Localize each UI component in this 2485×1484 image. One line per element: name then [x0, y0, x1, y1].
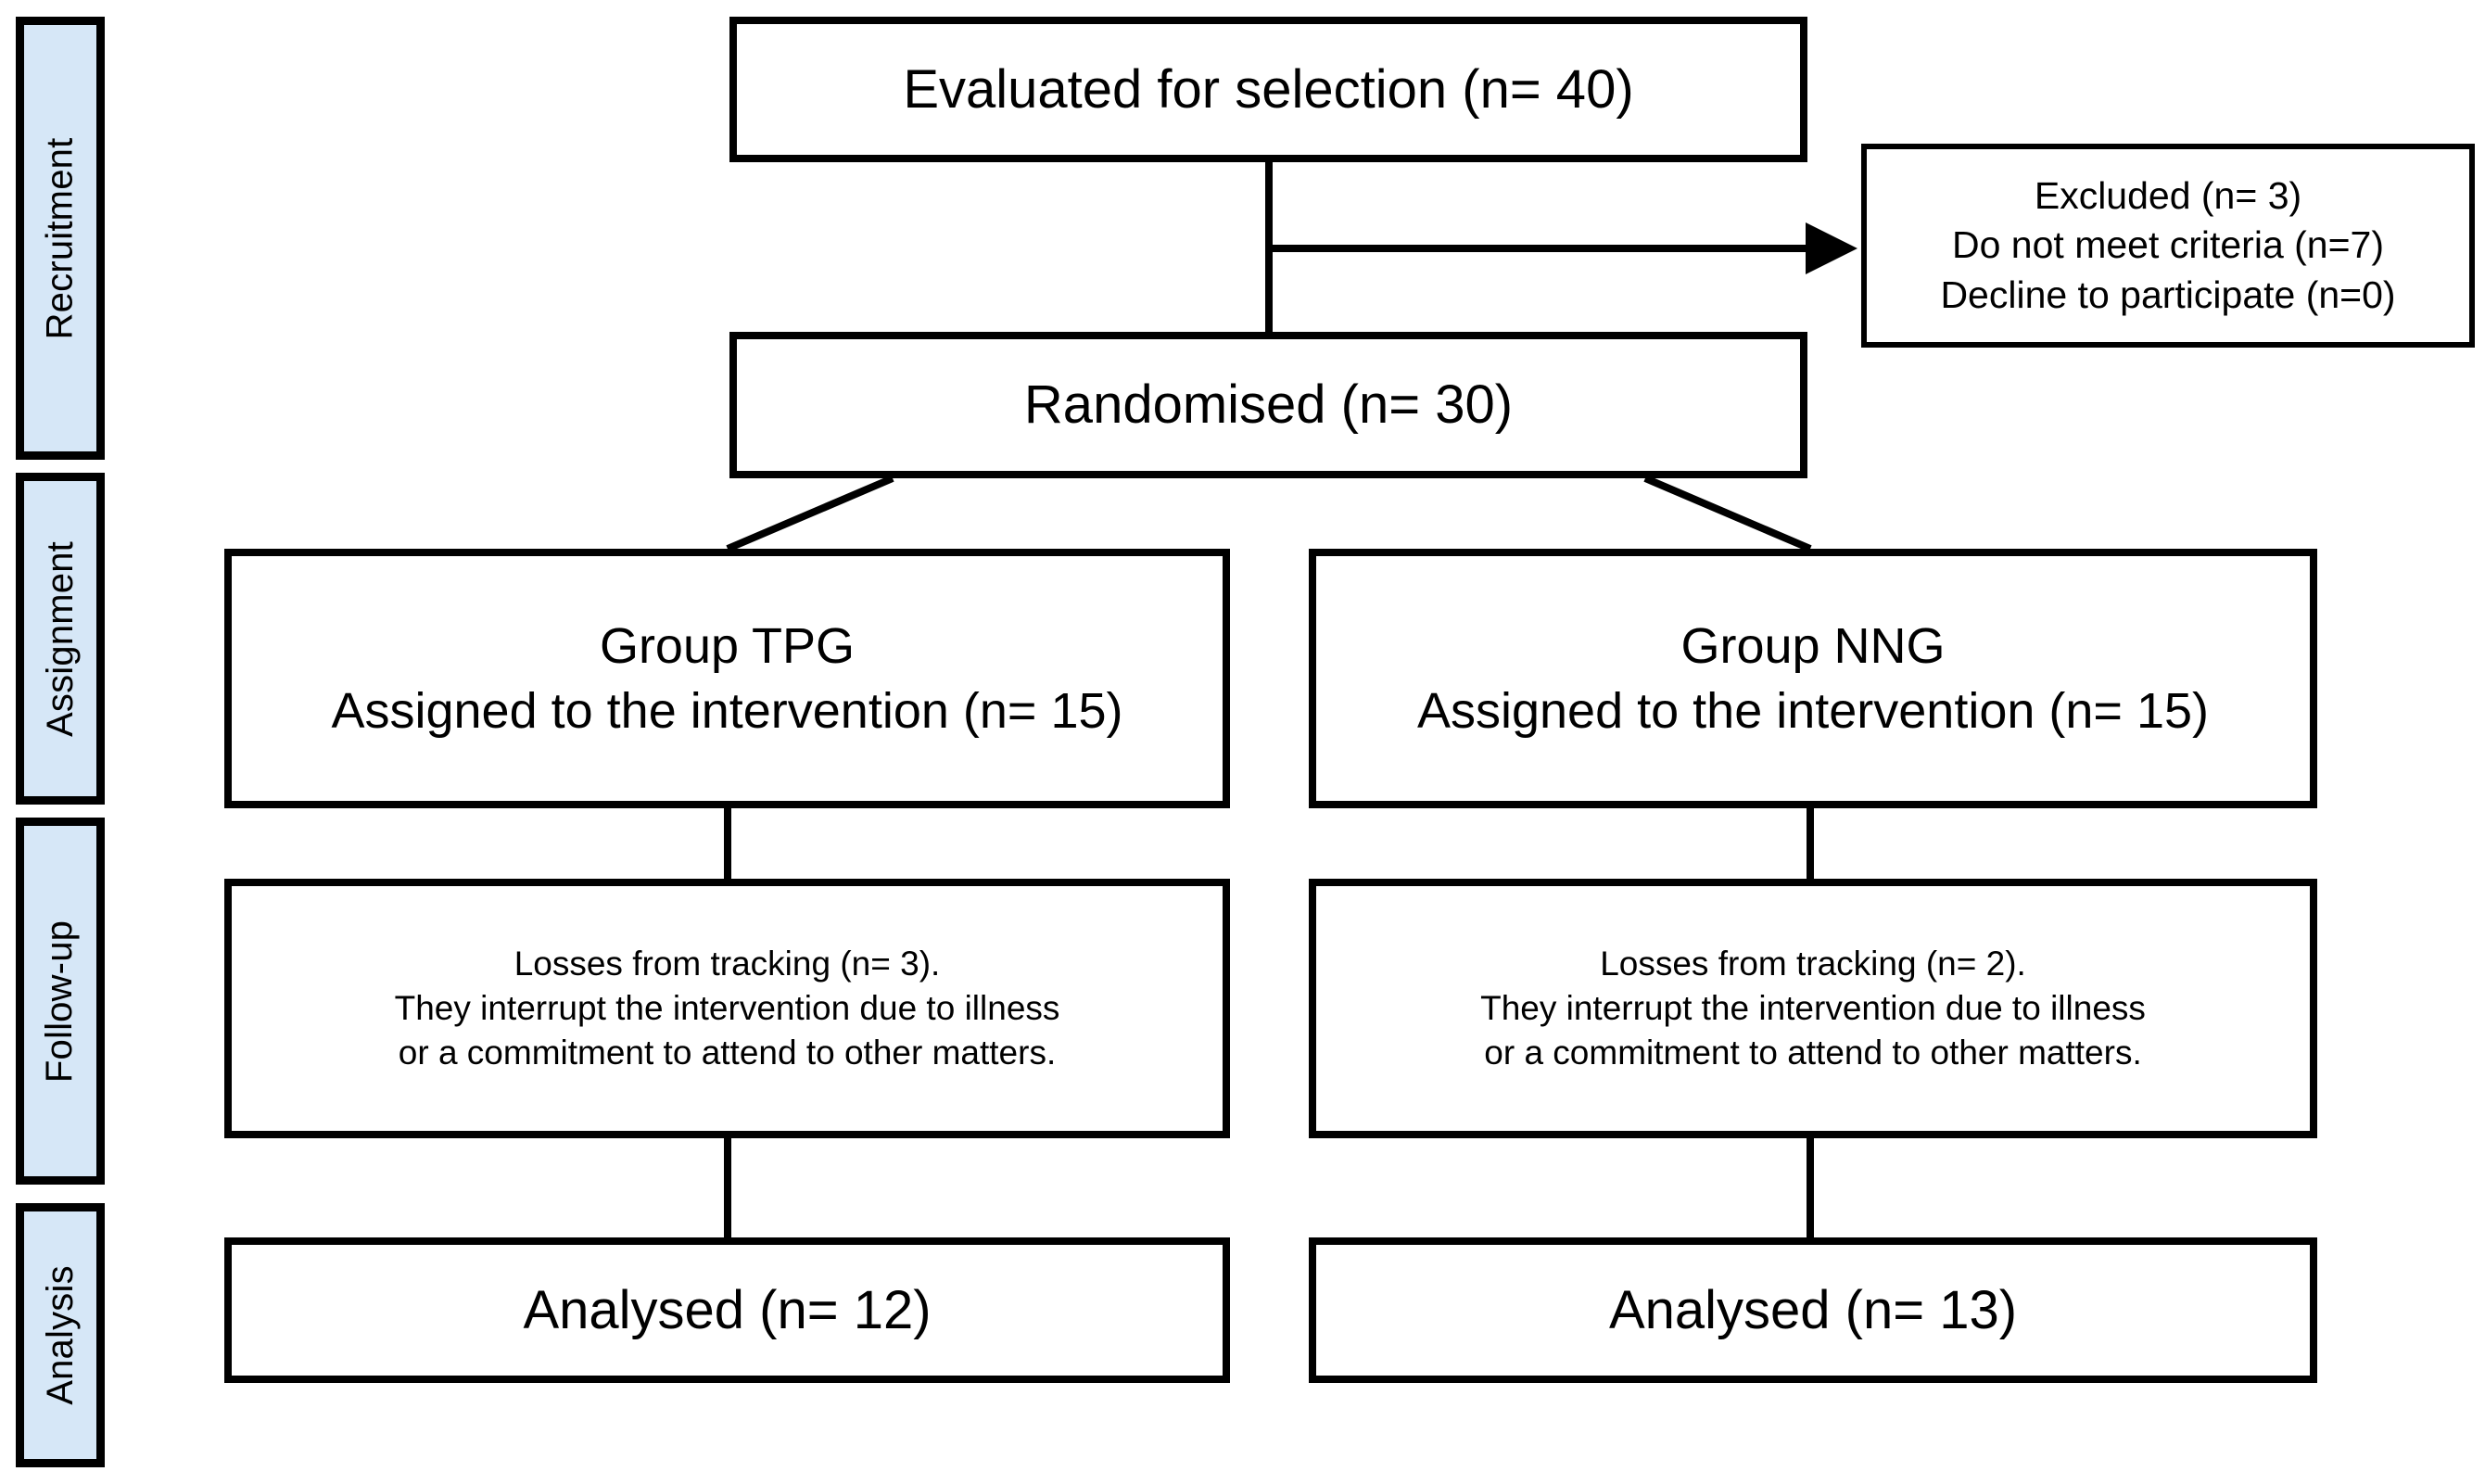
box-group-nng-line-1: Group NNG [1680, 617, 1946, 674]
box-followup-nng-line-2: They interrupt the intervention due to i… [1480, 988, 2146, 1027]
box-followup-tpg: Losses from tracking (n= 3). They interr… [224, 879, 1230, 1138]
box-excluded-line-1: Excluded (n= 3) [2034, 174, 2302, 218]
stage-label-analysis: Analysis [16, 1203, 105, 1467]
connector-randomised-to-group-right [1643, 475, 1812, 552]
box-group-tpg: Group TPG Assigned to the intervention (… [224, 549, 1230, 808]
box-group-tpg-line-1: Group TPG [599, 617, 856, 674]
stage-label-recruitment: Recruitment [16, 17, 105, 460]
box-randomised-line-1: Randomised (n= 30) [1023, 374, 1514, 436]
box-group-nng: Group NNG Assigned to the intervention (… [1309, 549, 2317, 808]
box-analysed-nng: Analysed (n= 13) [1309, 1237, 2317, 1383]
box-followup-tpg-line-1: Losses from tracking (n= 3). [513, 944, 941, 983]
stage-label-follow-up: Follow-up [16, 818, 105, 1185]
stage-label-follow-up-text: Follow-up [39, 920, 81, 1083]
box-analysed-tpg-line-1: Analysed (n= 12) [523, 1279, 932, 1340]
box-excluded-line-3: Decline to participate (n=0) [1940, 273, 2396, 316]
stage-label-analysis-text: Analysis [39, 1265, 81, 1405]
box-randomised: Randomised (n= 30) [729, 332, 1807, 478]
box-excluded-line-2: Do not meet criteria (n=7) [1952, 223, 2384, 267]
box-analysed-tpg: Analysed (n= 12) [224, 1237, 1230, 1383]
box-evaluated-for-selection: Evaluated for selection (n= 40) [729, 17, 1807, 162]
box-followup-tpg-line-2: They interrupt the intervention due to i… [394, 988, 1060, 1027]
box-followup-nng-line-1: Losses from tracking (n= 2). [1600, 944, 2026, 983]
box-excluded: Excluded (n= 3) Do not meet criteria (n=… [1861, 144, 2475, 348]
box-evaluated-for-selection-line-1: Evaluated for selection (n= 40) [903, 58, 1634, 120]
connector-randomised-to-group-left [726, 475, 894, 552]
stage-label-recruitment-text: Recruitment [39, 137, 81, 339]
stage-label-assignment-text: Assignment [39, 540, 81, 737]
box-followup-nng-line-3: or a commitment to attend to other matte… [1484, 1034, 2142, 1072]
stage-label-assignment: Assignment [16, 473, 105, 805]
box-group-nng-line-2: Assigned to the intervention (n= 15) [1416, 683, 2210, 739]
box-group-tpg-line-2: Assigned to the intervention (n= 15) [331, 683, 1123, 739]
box-analysed-nng-line-1: Analysed (n= 13) [1608, 1279, 2018, 1340]
box-followup-tpg-line-3: or a commitment to attend to other matte… [398, 1034, 1057, 1072]
box-followup-nng: Losses from tracking (n= 2). They interr… [1309, 879, 2317, 1138]
